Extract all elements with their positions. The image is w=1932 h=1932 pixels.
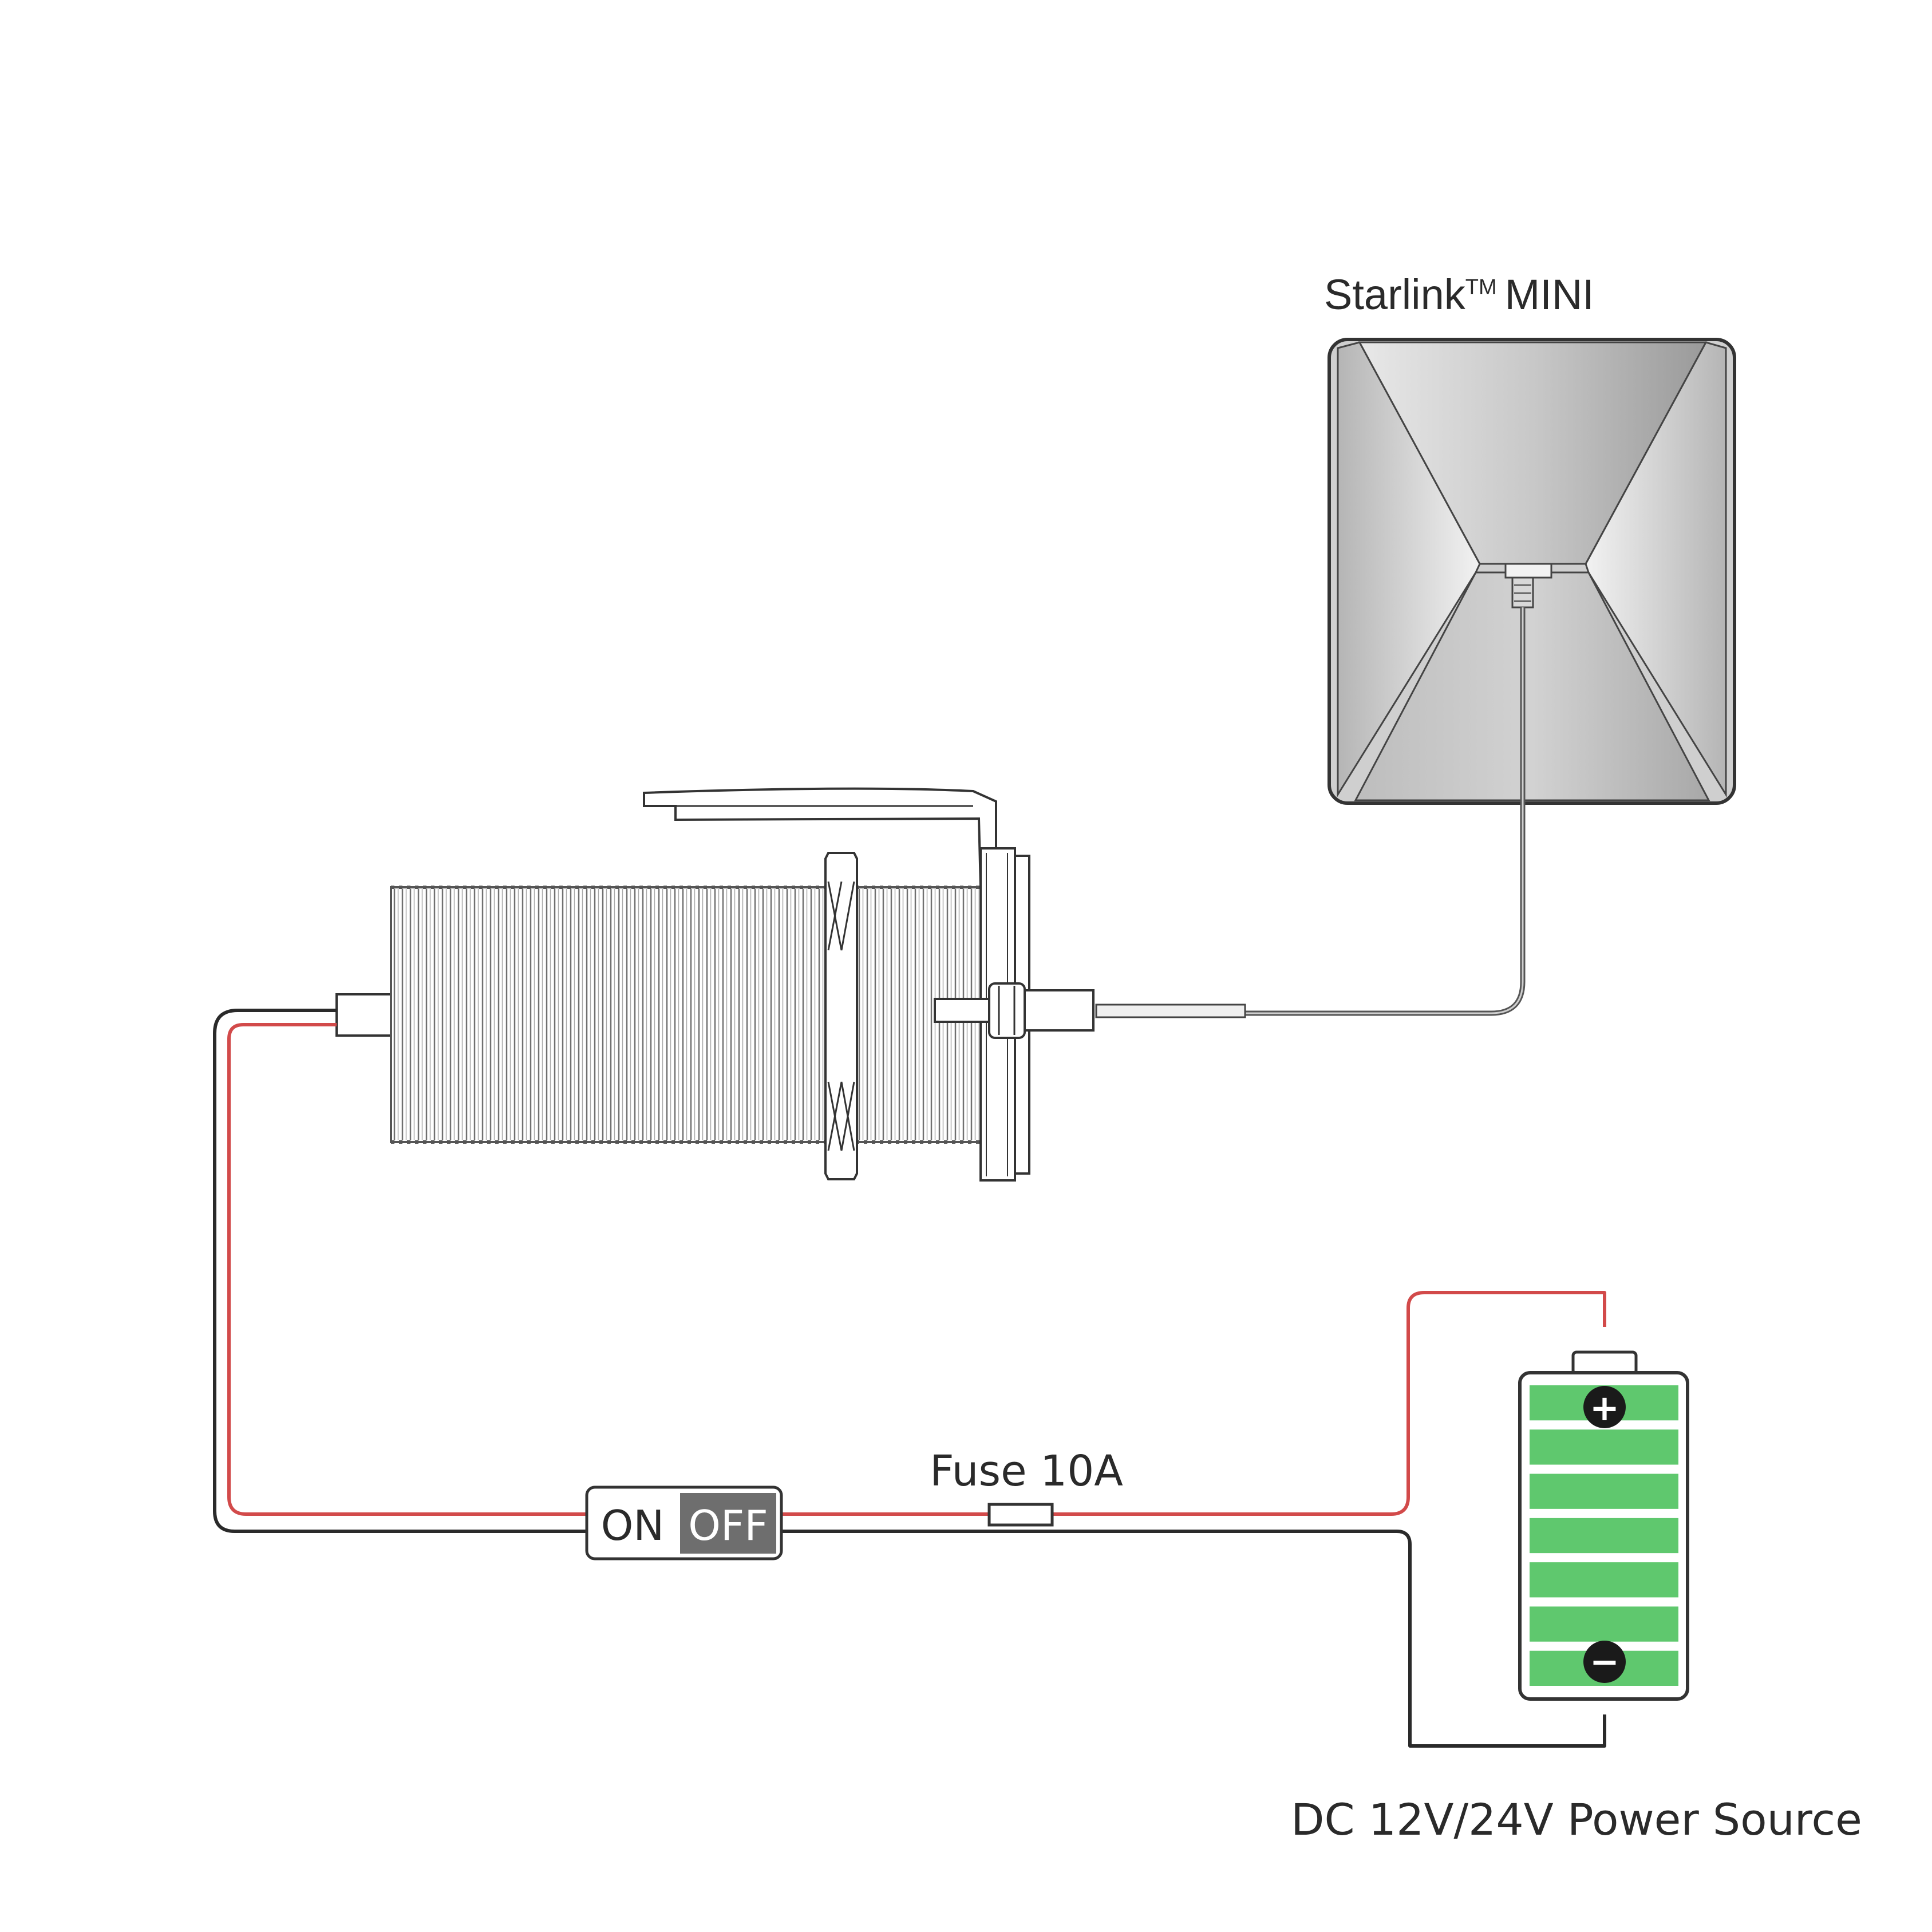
fuse: Fuse 10A [930,1447,1123,1527]
battery-cell [1530,1606,1678,1642]
battery-cell [1530,1473,1678,1509]
positive-wire [227,1023,1606,1516]
through-hull-mount [335,787,1095,1182]
dish-name-text: Starlink [1324,271,1466,318]
fuse-label: Fuse 10A [930,1447,1123,1496]
power-source-label: DC 12V/24V Power Source [1291,1794,1862,1845]
dish-model-text: MINI [1505,271,1594,318]
battery-cells [1530,1385,1678,1686]
switch-on-label: ON [601,1502,665,1550]
battery-negative-symbol: − [1590,1641,1619,1682]
wiring [213,1009,1606,1748]
switch-off-label: OFF [688,1502,768,1550]
on-off-switch: ON OFF [585,1485,783,1560]
negative-wire [213,1009,1606,1748]
battery-negative-terminal [1583,1641,1626,1683]
battery-cell [1530,1429,1678,1465]
dish-trademark-text: TM [1465,275,1497,299]
starlink-mini-dish: StarlinkTM MINI [1324,271,1736,805]
battery: + − [1518,1350,1689,1701]
battery-positive-symbol: + [1590,1387,1619,1429]
dish-title: StarlinkTM MINI [1324,271,1594,318]
battery-positive-terminal [1583,1386,1626,1428]
battery-cell [1530,1518,1678,1554]
dish-cable [1095,607,1526,1018]
battery-cell [1530,1562,1678,1598]
